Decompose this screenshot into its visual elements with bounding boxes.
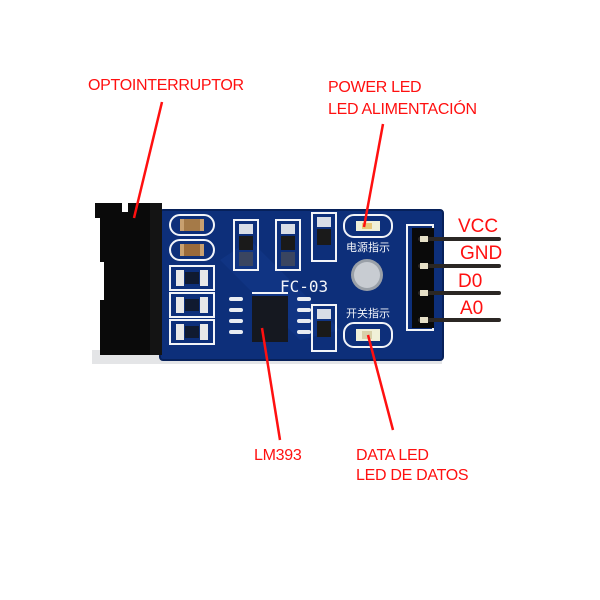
board-model-silkscreen: FC-03: [280, 277, 328, 296]
optointerruptor-label: OPTOINTERRUPTOR: [88, 77, 244, 94]
power-led-label-es: LED ALIMENTACIÓN: [328, 101, 477, 118]
power-led-label-en: POWER LED: [328, 79, 422, 96]
lower-resistor: [311, 304, 337, 352]
pin-label-gnd: GND: [460, 243, 503, 264]
power-led: [343, 214, 393, 238]
pin-label-vcc: VCC: [458, 216, 499, 237]
capacitor-bodies: [176, 219, 208, 340]
power-led-silkscreen: 电源指示: [346, 240, 390, 254]
top-resistor-bodies: [239, 217, 331, 266]
data-led-silkscreen: 开关指示: [346, 306, 390, 320]
optointerruptor-pointer: [132, 101, 164, 219]
pin-header: [406, 224, 434, 331]
passive-components: [169, 214, 215, 345]
header-pins: [418, 236, 501, 323]
power-led-pointer: [362, 123, 385, 228]
pin-label-d0: D0: [458, 271, 483, 292]
callout-lines: [132, 101, 395, 441]
mounting-hole: [351, 259, 383, 291]
data-led-label-es: LED DE DATOS: [356, 467, 469, 484]
optointerruptor-housing: [95, 203, 162, 355]
lm393-chip: [229, 292, 311, 342]
lm393-pointer: [260, 327, 282, 441]
lm393-label: LM393: [254, 447, 302, 464]
top-resistors: [233, 212, 337, 271]
data-led-label-en: DATA LED: [356, 447, 429, 464]
data-led-pointer: [366, 334, 395, 431]
pin-label-a0: A0: [460, 298, 484, 319]
